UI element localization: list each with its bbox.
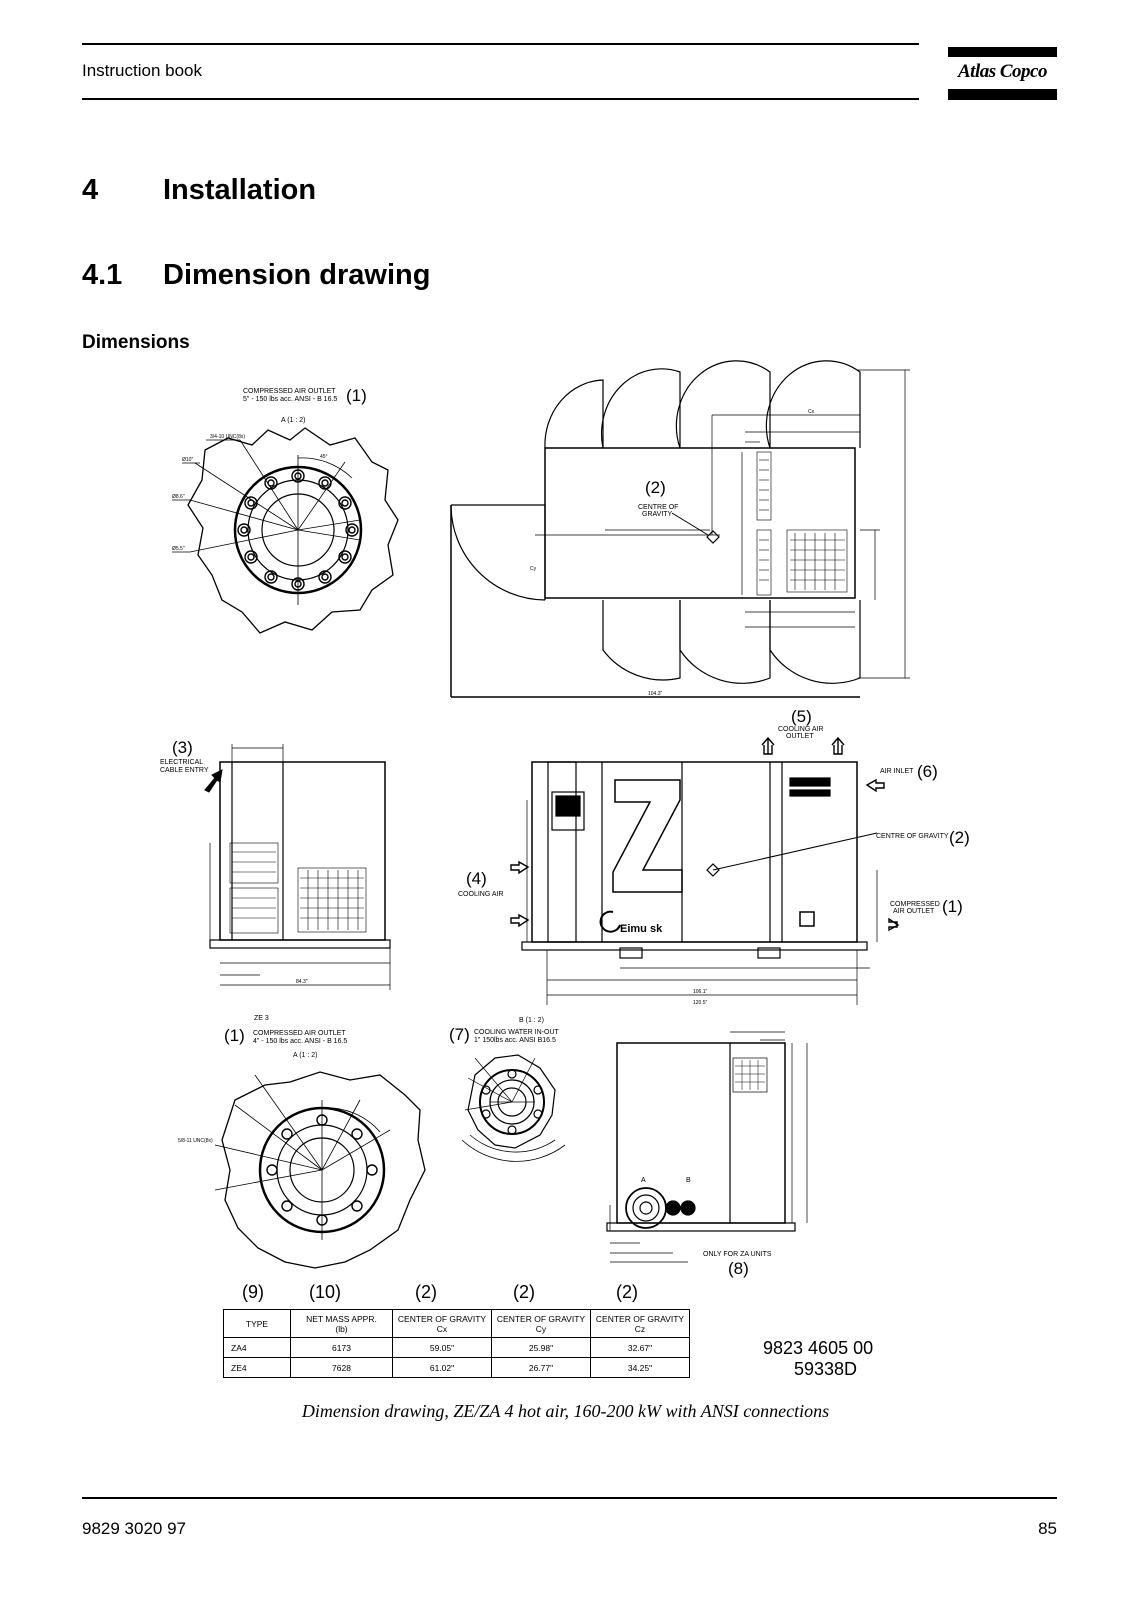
header-title: Instruction book bbox=[82, 61, 203, 80]
table-cell: 61.02" bbox=[392, 1357, 492, 1378]
subsection-title: Dimension drawing bbox=[163, 259, 431, 291]
fv-out-callout: (5) bbox=[791, 707, 812, 726]
bl-detail: A (1 : 2) bbox=[293, 1052, 318, 1059]
fv-outlet-2: AIR OUTLET bbox=[893, 908, 935, 915]
fv-cg-callout: (2) bbox=[949, 828, 970, 847]
tl-note-1: COMPRESSED AIR OUTLET bbox=[243, 388, 336, 395]
fv-overall-2: 120.5" bbox=[693, 1000, 708, 1006]
front-view: Eimu sk bbox=[510, 736, 900, 1005]
table-row: ZE4 7628 61.02" 26.77" 34.25" bbox=[223, 1357, 690, 1378]
flange-detail-4in bbox=[214, 1071, 426, 1269]
fv-inlet-label: AIR INLET bbox=[880, 768, 914, 775]
fv-overall-1: 106.1" bbox=[693, 989, 708, 995]
table-cell: ZA4 bbox=[223, 1337, 291, 1358]
table-cell: ZE4 bbox=[223, 1357, 291, 1378]
document-number: 9829 3020 97 bbox=[82, 1519, 186, 1538]
br-label-b: B bbox=[686, 1177, 691, 1184]
br-callout: (8) bbox=[728, 1259, 749, 1278]
tr-cy: Cy bbox=[530, 566, 537, 572]
header-rule-bottom bbox=[82, 98, 919, 100]
sv-cable-2: CABLE ENTRY bbox=[160, 767, 209, 774]
tl-note-2: 5" - 150 lbs acc. ANSI - B 16.5 bbox=[243, 396, 337, 403]
table-cell: 26.77" bbox=[491, 1357, 591, 1378]
bl-model: ZE 3 bbox=[254, 1015, 269, 1022]
footer-rule bbox=[82, 1497, 1057, 1499]
sv-width: 84.3" bbox=[296, 979, 308, 985]
figure-caption: Dimension drawing, ZE/ZA 4 hot air, 160-… bbox=[301, 1401, 830, 1421]
header-rule-top bbox=[82, 43, 919, 45]
fv-cg-label: CENTRE OF GRAVITY bbox=[876, 833, 949, 840]
fv-outlet-callout: (1) bbox=[942, 897, 963, 916]
bl-hole-label: 5/8-11 UNC(8x) bbox=[178, 1138, 213, 1144]
page-number: 85 bbox=[1038, 1519, 1057, 1538]
tr-cx: Cx bbox=[808, 409, 815, 415]
subsection-number: 4.1 bbox=[82, 259, 123, 291]
section-number: 4 bbox=[82, 174, 99, 206]
fv-inlet-callout: (6) bbox=[917, 762, 938, 781]
plan-view bbox=[450, 360, 910, 698]
tl-dim-3: Ø5.5" bbox=[172, 546, 185, 552]
tr-cg-2: GRAVITY bbox=[642, 511, 673, 518]
tl-angle: 45° bbox=[320, 454, 328, 460]
tr-cg-1: CENTRE OF bbox=[638, 504, 678, 511]
table-ref-4: (2) bbox=[513, 1282, 535, 1302]
tl-dim-2: Ø8.6" bbox=[172, 494, 185, 500]
center-of-gravity-table: TYPE NET MASS APPR.(lb) CENTER OF GRAVIT… bbox=[223, 1309, 690, 1378]
tl-hole-label: 3/4-10 UNC(8x) bbox=[210, 434, 245, 440]
part-number: 9823 4605 00 59338D bbox=[763, 1338, 873, 1380]
table-cell: 6173 bbox=[290, 1337, 393, 1358]
tl-detail: A (1 : 2) bbox=[281, 417, 306, 424]
rear-view bbox=[606, 1031, 808, 1263]
side-view bbox=[204, 744, 391, 990]
tl-callout: (1) bbox=[346, 386, 367, 405]
svg-text:Eimu sk: Eimu sk bbox=[620, 923, 663, 935]
br-label-a: A bbox=[641, 1177, 646, 1184]
bm-note-1: COOLING WATER IN-OUT bbox=[474, 1029, 560, 1036]
tr-overall: 104.3" bbox=[648, 691, 663, 697]
table-cell: 7628 bbox=[290, 1357, 393, 1378]
sv-callout: (3) bbox=[172, 738, 193, 757]
cooling-water-flange bbox=[461, 1054, 566, 1162]
brand-logo-text: Atlas Copco bbox=[958, 61, 1047, 82]
fv-outlet-1: COMPRESSED bbox=[890, 901, 940, 908]
table-header: TYPE bbox=[223, 1309, 291, 1338]
bm-note-2: 1" 150lbs acc. ANSI B16.5 bbox=[474, 1037, 556, 1044]
part-number-line-2: 59338D bbox=[794, 1359, 858, 1379]
fv-out-1: COOLING AIR bbox=[778, 726, 824, 733]
bm-detail: B (1 : 2) bbox=[519, 1017, 544, 1024]
br-note: ONLY FOR ZA UNITS bbox=[703, 1251, 772, 1258]
tr-callout: (2) bbox=[645, 478, 666, 497]
table-header: NET MASS APPR.(lb) bbox=[290, 1309, 393, 1338]
table-ref-1: (9) bbox=[242, 1282, 264, 1302]
fv-in-callout: (4) bbox=[466, 869, 487, 888]
table-ref-5: (2) bbox=[616, 1282, 638, 1302]
table-ref-3: (2) bbox=[415, 1282, 437, 1302]
atlas-copco-logo: Atlas Copco bbox=[948, 47, 1057, 100]
table-cell: 25.98" bbox=[491, 1337, 591, 1358]
table-ref-2: (10) bbox=[309, 1282, 342, 1302]
fv-out-2: OUTLET bbox=[786, 733, 814, 740]
fv-in-label: COOLING AIR bbox=[458, 891, 504, 898]
bm-callout: (7) bbox=[449, 1025, 470, 1044]
sv-cable-1: ELECTRICAL bbox=[160, 759, 203, 766]
bl-note-1: COMPRESSED AIR OUTLET bbox=[253, 1030, 346, 1037]
section-title: Installation bbox=[163, 174, 317, 206]
bl-callout: (1) bbox=[224, 1026, 245, 1045]
flange-detail-5in bbox=[172, 427, 399, 634]
table-cell: 59.05" bbox=[392, 1337, 492, 1358]
subheading: Dimensions bbox=[82, 332, 190, 353]
tl-dim-1: Ø10" bbox=[182, 457, 193, 463]
table-row: ZA4 6173 59.05" 25.98" 32.67" bbox=[223, 1337, 690, 1358]
table-cell: 34.25" bbox=[590, 1357, 690, 1378]
table-cell: 32.67" bbox=[590, 1337, 690, 1358]
bl-note-2: 4" - 150 lbs acc. ANSI - B 16.5 bbox=[253, 1038, 347, 1045]
part-number-line-1: 9823 4605 00 bbox=[763, 1338, 874, 1358]
